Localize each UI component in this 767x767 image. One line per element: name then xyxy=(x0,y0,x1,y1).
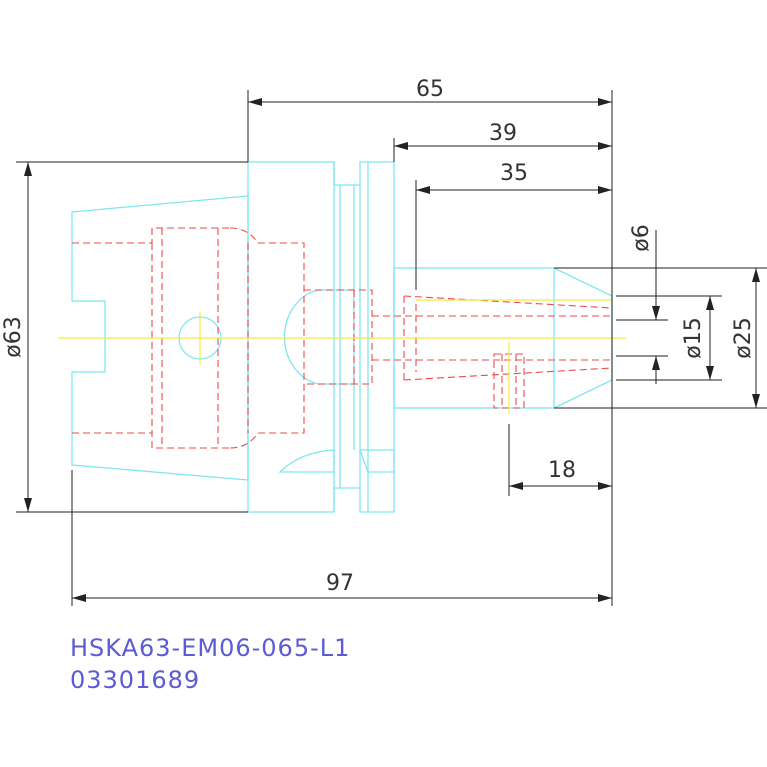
hsk-shank-outline xyxy=(71,195,249,481)
article-number: 03301689 xyxy=(70,666,200,694)
orientation-notch xyxy=(278,449,335,473)
tool-holder-outline xyxy=(71,161,613,513)
dim-dia63-label: ø63 xyxy=(1,316,26,357)
dim-39-label: 39 xyxy=(489,121,517,146)
dim-97-label: 97 xyxy=(326,571,354,596)
dim-18-label: 18 xyxy=(548,458,576,483)
dim-dia6-label: ø6 xyxy=(629,224,654,251)
collar-body xyxy=(247,161,335,513)
dim-dia15-label: ø15 xyxy=(681,317,706,358)
dim-dia25-label: ø25 xyxy=(731,317,756,358)
dimension-lines xyxy=(16,90,767,606)
grip-groove xyxy=(333,162,341,512)
part-number: HSKA63-EM06-065-L1 xyxy=(70,634,350,662)
drive-slot xyxy=(283,289,319,385)
dim-35-label: 35 xyxy=(500,161,528,186)
centerlines xyxy=(58,299,626,414)
dim-65-label: 65 xyxy=(416,77,444,102)
